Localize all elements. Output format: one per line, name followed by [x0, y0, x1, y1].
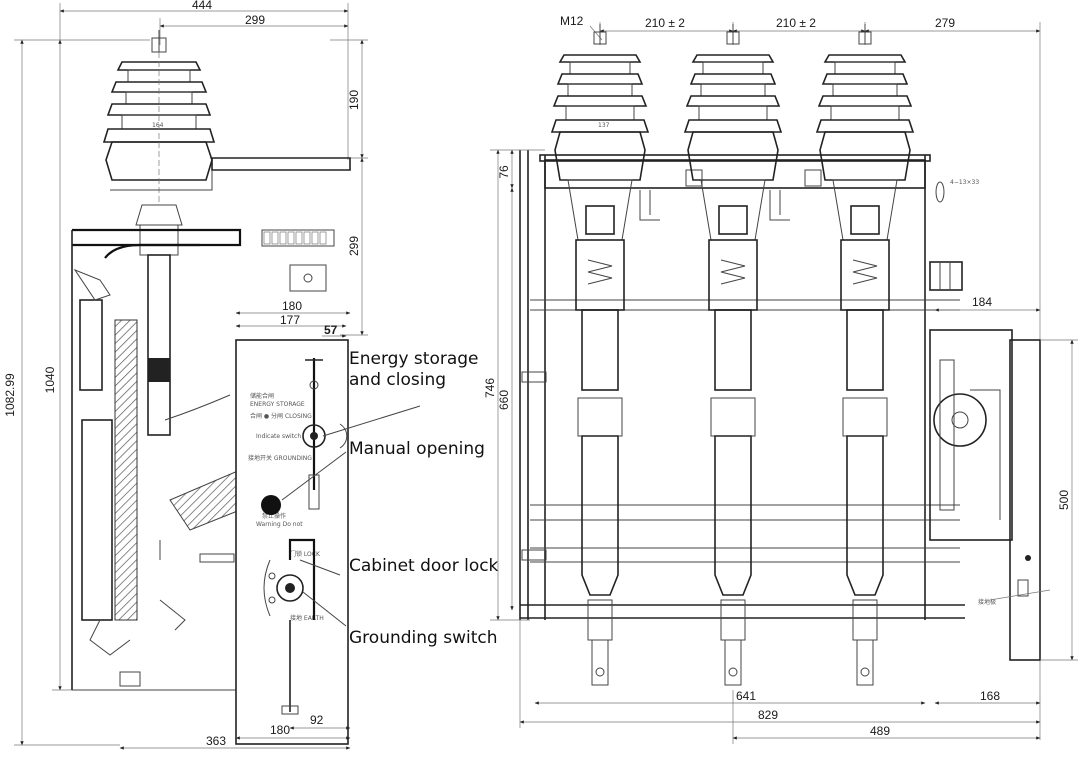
dim-1040: 1040 [43, 39, 110, 691]
hole-note: 4−13×33 [950, 179, 979, 186]
dim-label-500: 500 [1057, 490, 1071, 510]
top-terminal-strip [263, 231, 327, 245]
callout-energy-storage: Energy storage [349, 349, 479, 369]
panel-lines-2: Indicate switch [256, 433, 301, 440]
dim-label-299-vert: 299 [347, 236, 361, 256]
dim-279: 279 [864, 16, 1041, 740]
dim-label-184: 184 [972, 295, 992, 309]
dim-label-299-top: 299 [245, 13, 265, 27]
dim-label-444: 444 [192, 0, 212, 12]
panel-lines-1: 合闸 ● 分闸 CLOSING [250, 412, 312, 420]
dim-label-m12: M12 [560, 14, 584, 28]
dim-label-pitch-2: 210 ± 2 [776, 16, 816, 30]
dim-180-top: 180 [235, 299, 351, 315]
dim-label-180-bottom: 180 [270, 723, 290, 737]
pole-3 [815, 24, 915, 686]
dim-m12: M12 [560, 14, 603, 41]
dim-489: 489 [732, 690, 1041, 744]
callout-leaders [281, 405, 421, 627]
dim-190: 190 [210, 39, 368, 159]
dim-184: 184 [934, 295, 1041, 312]
dim-660: 660 [497, 187, 514, 611]
dim-label-168: 168 [980, 689, 1000, 703]
label-tag: 接地极 [978, 598, 996, 606]
dim-label-76: 76 [497, 165, 511, 179]
dim-299-vert: 299 [340, 157, 368, 336]
dim-label-177: 177 [280, 313, 300, 327]
dim-pitch-2: 210 ± 2 [732, 16, 866, 45]
dim-168: 168 [934, 689, 1041, 705]
dim-444: 444 [59, 0, 349, 160]
dim-76: 76 [497, 149, 514, 189]
side-insulator: 164 [102, 30, 216, 436]
dim-57: 57 [322, 323, 347, 338]
insulator-dim-164: 164 [152, 122, 164, 129]
dim-829: 829 [519, 620, 1041, 728]
dim-641: 641 [534, 689, 926, 705]
dim-500: 500 [1040, 339, 1078, 661]
pole-2 [683, 24, 783, 686]
front-view: M12 210 ± 2 210 ± 2 279 [483, 14, 1078, 744]
callout-cabinet-door-lock: Cabinet door lock [349, 556, 499, 576]
panel-warn: 禁止操作 [262, 512, 286, 520]
dim-label-57: 57 [324, 323, 338, 337]
dim-label-180-top: 180 [282, 299, 302, 313]
dim-label-190: 190 [347, 90, 361, 110]
dim-label-1040: 1040 [43, 366, 57, 393]
dim-label-92: 92 [310, 713, 324, 727]
dim-label-489: 489 [870, 724, 890, 738]
pole-1: 137 [550, 24, 650, 686]
operating-panel: 储能合闸 ENERGY STORAGE 合闸 ● 分闸 CLOSING Indi… [235, 339, 349, 745]
panel-heading-1: 储能合闸 [250, 392, 274, 400]
panel-ground-label: 接地 EARTH [290, 614, 324, 622]
callout-manual-opening: Manual opening [349, 439, 485, 459]
energy-storage-knob [302, 424, 326, 448]
dim-label-1082: 1082.99 [3, 373, 17, 417]
dim-label-363: 363 [206, 734, 226, 748]
dim-180-bottom: 180 [235, 723, 351, 740]
insulator-dim-137: 137 [598, 122, 610, 129]
side-frame [71, 157, 351, 691]
panel-heading-3: 接地开关 GROUNDING [248, 454, 312, 462]
dim-746: 746 [483, 149, 545, 621]
dim-label-746: 746 [483, 378, 497, 398]
dim-label-829: 829 [758, 708, 778, 722]
dim-177: 177 [235, 313, 347, 328]
dim-1082: 1082.99 [3, 39, 150, 746]
callout-and-closing: and closing [349, 370, 446, 390]
grounding-switch-knob [276, 574, 304, 602]
dim-label-279: 279 [935, 16, 955, 30]
dim-label-pitch-1: 210 ± 2 [645, 16, 685, 30]
callout-grounding-switch: Grounding switch [349, 628, 498, 648]
dim-label-660: 660 [497, 390, 511, 410]
panel-heading-2: ENERGY STORAGE [250, 401, 305, 408]
dim-pitch-1: 210 ± 2 [599, 16, 734, 45]
dim-363: 363 [119, 734, 351, 750]
dim-label-641: 641 [736, 689, 756, 703]
operating-mechanism: 接地极 [929, 329, 1051, 661]
front-frame: 4−13×33 [519, 150, 979, 620]
dim-299: 299 [159, 13, 349, 45]
panel-lock-label: 门锁 LOCK [290, 550, 321, 558]
dim-92: 92 [289, 713, 351, 730]
panel-warn-en: Warning Do not [256, 521, 303, 528]
manual-opening-button [261, 495, 281, 515]
side-view: 444 299 190 299 1082.99 [3, 0, 499, 750]
